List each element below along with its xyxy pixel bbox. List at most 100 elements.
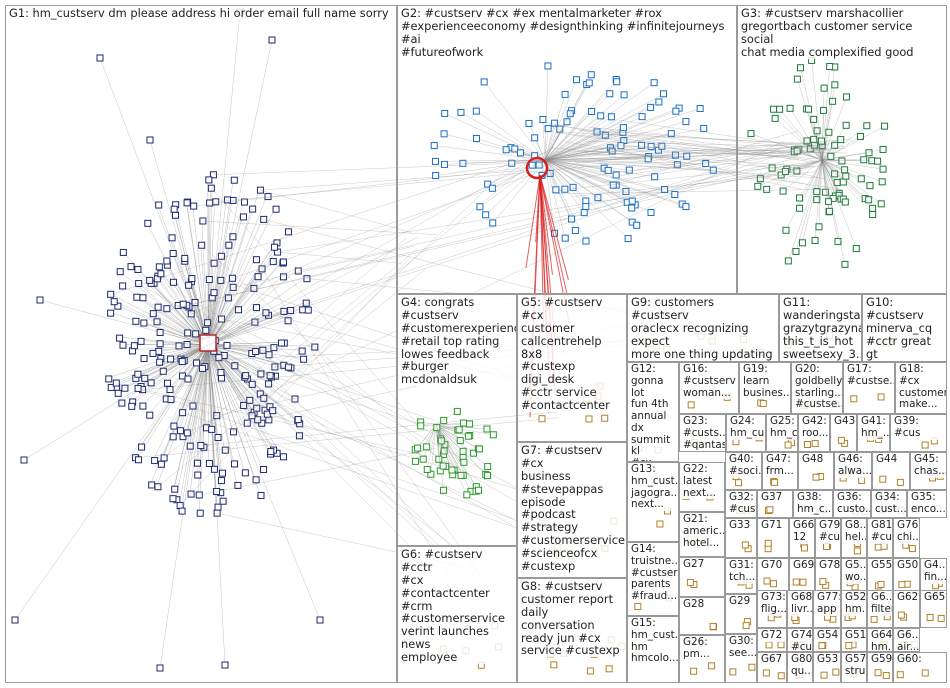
group-label: G52: hm... bbox=[842, 591, 866, 616]
group-label: G64: hm... bbox=[868, 629, 892, 652]
group-label: G38: hm_c... bbox=[794, 491, 832, 516]
group-label: G6... filter bbox=[868, 591, 892, 616]
group-box-g32: G32: #cus... bbox=[725, 490, 757, 518]
group-label: G6: #custserv #cctr #cx #contactcenter #… bbox=[398, 547, 516, 664]
group-label: G45: chas... bbox=[911, 453, 946, 478]
group-box-g18: G18: #cx customer make... bbox=[895, 362, 947, 414]
group-label: G51 bbox=[842, 629, 866, 642]
group-label: G23: #custs... #qantas bbox=[680, 415, 725, 451]
group-label: G31: tch... bbox=[726, 559, 756, 584]
group-box-g28: G28 bbox=[679, 597, 725, 635]
group-label: G3: #custserv marshacollier gregortbach … bbox=[738, 6, 946, 59]
group-label: G44 bbox=[873, 453, 909, 466]
group-label: G43 bbox=[831, 415, 856, 428]
group-label: G11: wanderingstar... grazytgrazynat thi… bbox=[780, 295, 861, 360]
group-label: G10: #custserv minerva_cq #cctr great gt… bbox=[863, 295, 946, 362]
group-label: G25: hm_cu... bbox=[767, 415, 797, 440]
group-box-g38: G38: hm_c... bbox=[793, 490, 833, 518]
group-box-g55: G55 bbox=[867, 558, 893, 594]
group-box-g20: G20: goldbelly starling... #custse... bbox=[791, 362, 843, 414]
group-label: G80: qu... bbox=[788, 653, 812, 678]
group-box-g6: G6: #custserv #cctr #cx #contactcenter #… bbox=[397, 546, 517, 683]
group-box-g4: G4: congrats #custserv #customerexperien… bbox=[397, 294, 517, 546]
group-box-g2: G2: #custserv #cx #ex mentalmarketer #ro… bbox=[397, 5, 737, 294]
group-box-g39: G39: #cus bbox=[890, 414, 947, 452]
group-label: G4: congrats #custserv #customerexperien… bbox=[398, 295, 516, 386]
group-box-g6x: G6... filter bbox=[867, 590, 893, 628]
group-box-g48: G48 bbox=[798, 452, 834, 490]
group-box-g73: G73: flig... bbox=[757, 590, 787, 628]
group-box-g6y: G6... air... bbox=[893, 628, 920, 652]
group-box-g50: G50 bbox=[893, 558, 920, 594]
group-label: G37 bbox=[758, 491, 792, 504]
group-label: G29 bbox=[726, 595, 756, 608]
group-label: G50 bbox=[894, 559, 919, 572]
group-box-g7: G7: #custserv #cx business #stevepappas … bbox=[517, 442, 627, 578]
group-box-g12: G12: gonna lot fun 4th annual dx summit … bbox=[627, 362, 679, 462]
group-label: G76: chi... bbox=[894, 519, 919, 544]
group-box-g16: G16: #custserv woman... bbox=[679, 362, 739, 414]
group-box-g65: G65 bbox=[920, 590, 947, 628]
group-box-g81: G81: #cu... bbox=[867, 518, 893, 558]
group-box-g41: G41: hm_... bbox=[857, 414, 890, 452]
group-box-g67: G67 bbox=[757, 652, 787, 683]
group-box-g3: G3: #custserv marshacollier gregortbach … bbox=[737, 5, 947, 294]
group-box-g71: G71 bbox=[757, 518, 789, 558]
group-box-g70: G70 bbox=[757, 558, 789, 594]
group-label: G19: learn busines... bbox=[740, 363, 790, 399]
group-label: G24: hm_cu... bbox=[727, 415, 765, 440]
group-label: G81: #cu... bbox=[868, 519, 892, 544]
group-label: G35: enco... bbox=[908, 491, 946, 516]
group-label: G59 bbox=[868, 653, 892, 666]
group-label: G16: #custserv woman... bbox=[680, 363, 738, 399]
group-label: G57: stru... bbox=[842, 653, 866, 678]
group-box-g24: G24: hm_cu... bbox=[726, 414, 766, 452]
group-label: G55 bbox=[868, 559, 892, 572]
group-box-g78: G78 bbox=[815, 558, 841, 594]
group-box-g1: G1: hm_custserv dm please address hi ord… bbox=[5, 5, 397, 683]
group-label: G33 bbox=[726, 519, 756, 532]
group-label: G5: #custserv #cx customer callcentrehel… bbox=[518, 295, 626, 412]
group-label: G41: hm_... bbox=[858, 415, 889, 440]
group-label: G27 bbox=[680, 558, 724, 571]
group-label: G4... fin... bbox=[921, 559, 946, 584]
group-box-g23: G23: #custs... #qantas bbox=[679, 414, 726, 452]
group-label: G18: #cx customer make... bbox=[896, 363, 946, 411]
group-label: G79: #cu... bbox=[816, 519, 840, 544]
group-box-g45: G45: chas... bbox=[910, 452, 947, 490]
group-label: G7: #custserv #cx business #stevepappas … bbox=[518, 443, 626, 573]
group-label: G28 bbox=[680, 598, 724, 611]
group-label: G66: 12 bbox=[790, 519, 814, 544]
group-label: G21: americ... hotel... bbox=[680, 513, 724, 549]
group-box-g52: G52: hm... bbox=[841, 590, 867, 628]
group-label: G8... hel... bbox=[842, 519, 866, 544]
group-box-g69: G69 bbox=[789, 558, 815, 594]
group-label: G22: latest next... bbox=[680, 463, 724, 499]
group-box-g68: G68: livr... bbox=[787, 590, 813, 628]
group-box-g37: G37 bbox=[757, 490, 793, 518]
group-label: G12: gonna lot fun 4th annual dx summit … bbox=[628, 363, 678, 462]
group-box-g34: G34: cust... bbox=[871, 490, 907, 518]
group-box-g77: G77: app bbox=[813, 590, 841, 628]
group-label: G77: app bbox=[814, 591, 840, 616]
group-label: G69 bbox=[790, 559, 814, 572]
group-label: G1: hm_custserv dm please address hi ord… bbox=[6, 6, 396, 20]
group-box-g22: G22: latest next... bbox=[679, 462, 725, 512]
group-box-g25: G25: hm_cu... bbox=[766, 414, 798, 452]
group-box-g42: G42: roo... bbox=[798, 414, 830, 452]
group-box-g33: G33 bbox=[725, 518, 757, 558]
group-label: G46: alwa... bbox=[835, 453, 871, 478]
group-box-g36: G36: custo... bbox=[833, 490, 871, 518]
group-label: G32: #cus... bbox=[726, 491, 756, 516]
group-box-g29: G29 bbox=[725, 594, 757, 634]
group-label: G54 bbox=[814, 629, 840, 642]
group-label: G2: #custserv #cx #ex mentalmarketer #ro… bbox=[398, 6, 736, 59]
group-label: G5... wo... bbox=[842, 559, 866, 584]
group-label: G39: #cus bbox=[891, 415, 946, 440]
group-label: G14: truistne... #custserv parents #frau… bbox=[628, 543, 678, 603]
group-box-g5: G5: #custserv #cx customer callcentrehel… bbox=[517, 294, 627, 442]
group-label: G20: goldbelly starling... #custse... bbox=[792, 363, 842, 411]
group-box-g76: G76: chi... bbox=[893, 518, 920, 558]
group-label: G42: roo... bbox=[799, 415, 829, 440]
